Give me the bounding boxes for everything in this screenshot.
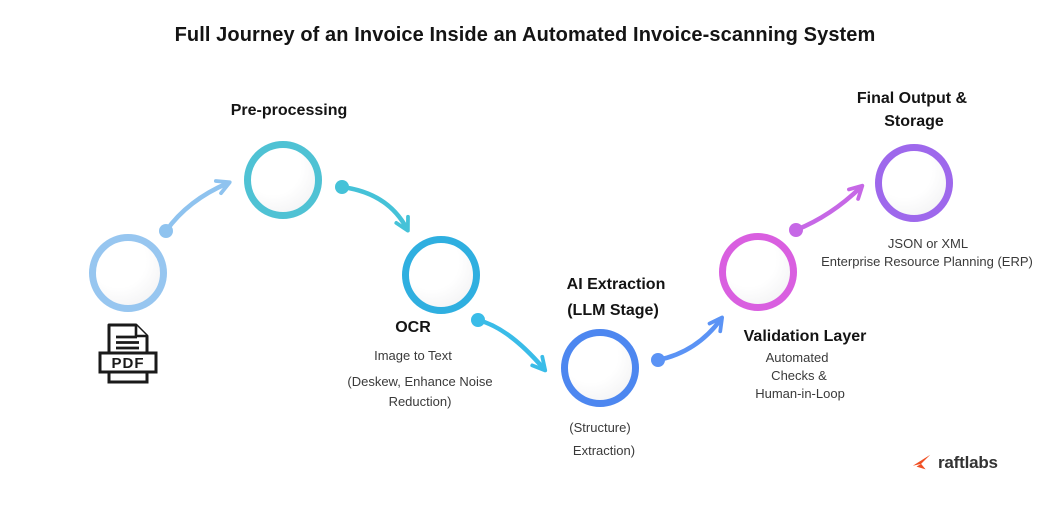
raftlabs-flag-icon bbox=[912, 454, 931, 470]
label-pre-processing: Pre-processing bbox=[230, 102, 348, 119]
label-ai-extraction-1: AI Extraction bbox=[566, 276, 666, 293]
arrow-aiextraction-to-validation bbox=[651, 315, 725, 367]
sublabel-ocr-1: Image to Text bbox=[374, 348, 452, 363]
pdf-file-icon: PDF bbox=[98, 323, 158, 384]
diagram-title: Full Journey of an Invoice Inside an Aut… bbox=[174, 24, 876, 46]
sublabel-validation-2: Checks & bbox=[771, 368, 827, 383]
node-ai-extraction bbox=[561, 329, 639, 407]
sublabel-ocr-3: Reduction) bbox=[388, 394, 452, 409]
pdf-badge-label: PDF bbox=[112, 355, 145, 372]
raftlabs-logo-text: raftlabs bbox=[938, 453, 998, 472]
sublabel-ai-extraction-1: (Structure) bbox=[569, 420, 631, 435]
label-final-output-1: Final Output & bbox=[856, 90, 968, 107]
sublabel-final-output-2: Enterprise Resource Planning (ERP) bbox=[821, 254, 1033, 269]
node-ocr bbox=[402, 236, 480, 314]
arrow-preprocessing-to-ocr bbox=[335, 180, 410, 233]
sublabel-validation-3: Human-in-Loop bbox=[755, 386, 845, 401]
sublabel-validation-1: Automated bbox=[765, 350, 829, 365]
arrow-validation-to-finaloutput bbox=[789, 183, 865, 237]
arrow-pdf-to-preprocessing bbox=[159, 179, 232, 238]
sublabel-ocr-2: (Deskew, Enhance Noise bbox=[347, 374, 493, 389]
node-validation-layer bbox=[719, 233, 797, 311]
node-pre-processing bbox=[244, 141, 322, 219]
label-ocr: OCR bbox=[395, 319, 431, 336]
node-final-output bbox=[875, 144, 953, 222]
raftlabs-logo: raftlabs bbox=[911, 452, 998, 474]
arrow-ocr-to-aiextraction bbox=[471, 313, 548, 373]
node-pdf-input bbox=[89, 234, 167, 312]
sublabel-final-output-1: JSON or XML bbox=[887, 236, 969, 251]
label-final-output-2: Storage bbox=[884, 113, 944, 130]
sublabel-ai-extraction-2: Extraction) bbox=[572, 443, 636, 458]
label-ai-extraction-2: (LLM Stage) bbox=[567, 302, 659, 319]
label-validation-layer: Validation Layer bbox=[743, 328, 867, 345]
